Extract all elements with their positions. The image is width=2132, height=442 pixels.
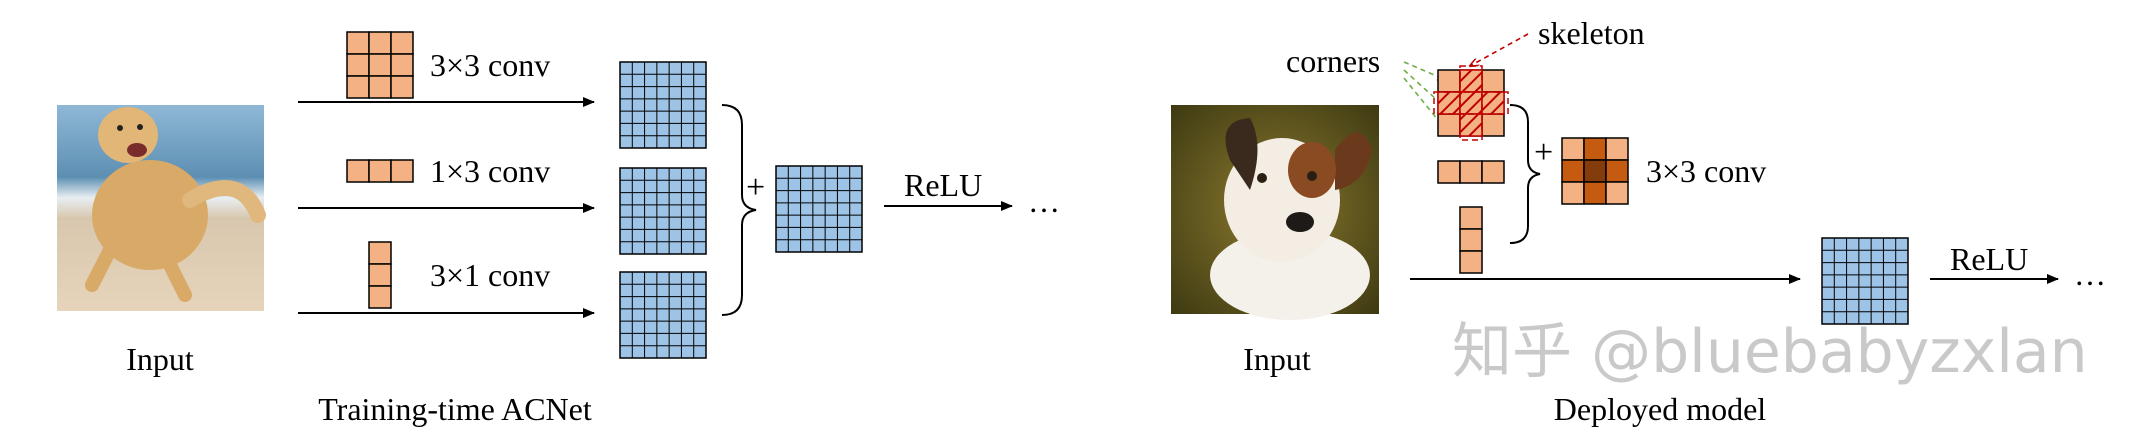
fusion-brace (1509, 104, 1541, 244)
watermark: 知乎 @bluebabyzxlan (1452, 317, 2088, 387)
summed-feature-map (775, 165, 863, 253)
conv-1x3-label: 1×3 conv (430, 153, 550, 189)
deployed-section: Input skeleton corners (1171, 15, 2106, 427)
feature-map-3x1 (619, 271, 707, 359)
deployed-conv-label: 3×3 conv (1646, 153, 1766, 189)
skeleton-pointer (1470, 33, 1529, 66)
hatched-kernel-3x3 (1433, 65, 1509, 141)
training-ellipsis: … (1028, 183, 1060, 219)
deployed-input-label: Input (1243, 341, 1311, 377)
deployed-relu-label: ReLU (1950, 241, 2028, 277)
kernel-3x1 (368, 241, 392, 309)
merge-brace (721, 104, 757, 316)
deployed-feature-map (1821, 237, 1909, 325)
conv-3x3-label: 3×3 conv (430, 47, 550, 83)
training-input-image (57, 105, 266, 311)
feature-map-3x3 (619, 61, 707, 149)
deployed-input-image (1171, 105, 1379, 320)
kernel-1x3 (346, 159, 414, 183)
deployed-kernel-3x1 (1459, 206, 1483, 274)
training-input-label: Input (126, 341, 194, 377)
deployed-plus: + (1534, 134, 1553, 171)
kernel-3x3 (346, 31, 414, 99)
training-caption: Training-time ACNet (318, 391, 592, 427)
deployed-caption: Deployed model (1554, 391, 1767, 427)
fused-kernel-3x3 (1561, 137, 1629, 205)
conv-3x1-label: 3×1 conv (430, 257, 550, 293)
training-relu-label: ReLU (904, 167, 982, 203)
training-plus: + (746, 169, 765, 206)
deployed-kernel-1x3 (1437, 160, 1505, 184)
skeleton-label: skeleton (1538, 15, 1645, 51)
deployed-ellipsis: … (2074, 256, 2106, 292)
corners-label: corners (1286, 43, 1380, 79)
training-section: Input 3×3 conv 1×3 conv 3×1 conv + (57, 31, 1060, 427)
feature-map-1x3 (619, 167, 707, 255)
